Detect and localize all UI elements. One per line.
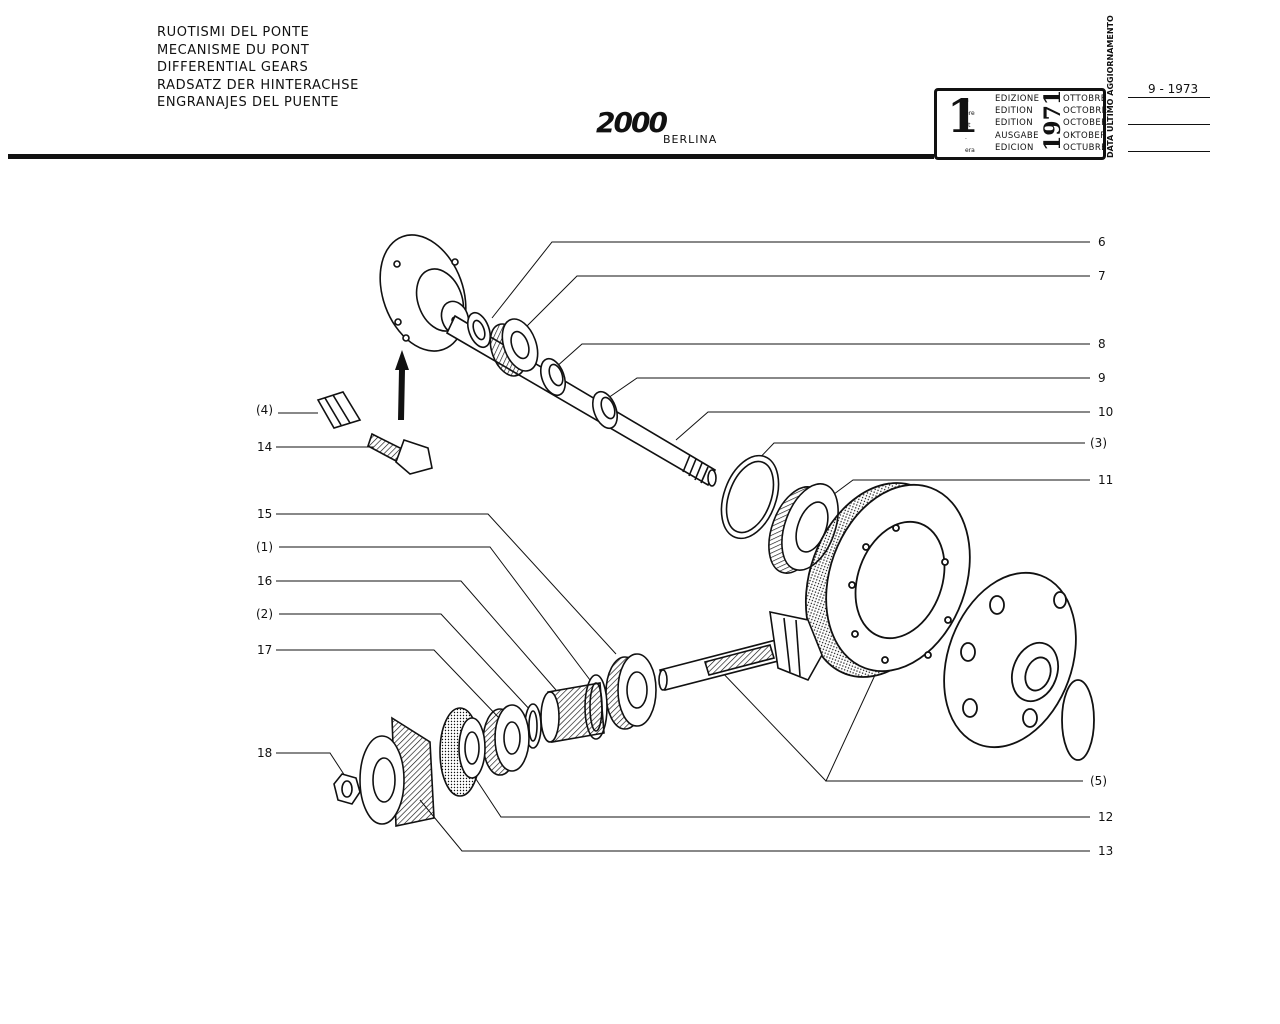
leader-line-8 (554, 343, 1090, 369)
edition-suffix: st (965, 122, 971, 129)
pinion-gear (769, 610, 823, 682)
edition-word: EDICION (995, 143, 1034, 153)
leader-line-16 (276, 580, 557, 691)
bearing-7 (489, 318, 539, 377)
callout-13: 13 (1098, 844, 1114, 858)
leader-line-1 (279, 546, 591, 681)
edition-month: OCTUBRE (1063, 143, 1107, 153)
collapsible-spacer-16 (540, 682, 605, 743)
callout-11: 11 (1098, 473, 1114, 487)
retainer-ring-8 (539, 357, 567, 397)
edition-suffix: ère (965, 110, 975, 117)
callout-15: 15 (257, 507, 273, 521)
leader-line-2 (279, 613, 533, 713)
edition-suffix: . (965, 134, 967, 141)
stud-arrow (395, 350, 409, 420)
edition-month: OKTOBER (1063, 131, 1107, 141)
companion-flange-13 (359, 716, 435, 827)
title-italian: RUOTISMI DEL PONTE (157, 25, 310, 40)
edition-month: OCTOBER (1063, 118, 1108, 128)
stud-4 (316, 391, 362, 429)
callout-16: 16 (257, 574, 273, 588)
update-line (1128, 97, 1210, 98)
leader-line-12 (469, 769, 1090, 818)
leader-line-5b (717, 667, 827, 782)
header-rule (8, 154, 934, 159)
callout-10: 10 (1098, 405, 1114, 419)
leader-line-10 (675, 411, 1090, 441)
leader-line-18 (276, 752, 346, 777)
callout-3: (3) (1090, 436, 1107, 450)
leader-line-17 (276, 649, 502, 721)
ring-gear (804, 482, 971, 678)
title-block: RUOTISMI DEL PONTE MECANISME DU PONT DIF… (157, 24, 359, 112)
callout-18: 18 (257, 746, 273, 760)
bearing-11 (768, 483, 839, 574)
edition-word: AUSGABE (995, 131, 1039, 141)
update-line (1128, 124, 1210, 125)
title-english: DIFFERENTIAL GEARS (157, 60, 309, 76)
callout-17: 17 (257, 643, 273, 657)
callout-1: (1) (256, 540, 273, 554)
differential-case (943, 571, 1095, 761)
gasket-ring-3 (720, 454, 780, 540)
edition-word: EDIZIONE (995, 94, 1040, 104)
update-date: 9 - 1973 (1148, 82, 1199, 96)
title-spanish: ENGRANAJES DEL PUENTE (157, 95, 340, 111)
callout-6: 6 (1098, 235, 1106, 249)
leader-line-15 (276, 513, 617, 655)
callout-14: 14 (257, 440, 273, 454)
edition-month: OTTOBRE (1063, 94, 1107, 104)
callout-2: (2) (256, 607, 273, 621)
edition-word: EDITION (995, 118, 1033, 128)
oil-seal-12 (439, 707, 486, 797)
retainer-ring-9 (591, 390, 619, 430)
model-logo: 2000 (596, 106, 668, 139)
title-french: MECANISME DU PONT (157, 42, 310, 58)
edition-suffix: a (965, 97, 969, 104)
edition-box: 1 a ère st . era EDIZIONE EDITION EDITIO… (934, 88, 1108, 160)
edition-word: EDITION (995, 106, 1033, 116)
callout-8: 8 (1098, 337, 1106, 351)
leader-line-13 (419, 799, 1090, 852)
spacer-ring-6 (466, 311, 492, 349)
callout-9: 9 (1098, 371, 1106, 385)
update-line (1128, 151, 1210, 152)
edition-month: OCTOBRE (1063, 106, 1108, 116)
callout-4: (4) (256, 403, 273, 417)
callout-12: 12 (1098, 810, 1114, 824)
bolt-14 (367, 432, 433, 475)
nut-18 (333, 773, 361, 805)
leader-line-3 (751, 442, 1085, 467)
edition-suffix: era (965, 147, 975, 154)
callout-7: 7 (1098, 269, 1106, 283)
callout-5: (5) (1090, 774, 1107, 788)
leader-line-7 (521, 275, 1090, 332)
leader-line-9 (607, 377, 1090, 399)
leader-lines (276, 241, 1090, 852)
bearing-17 (482, 704, 530, 776)
edition-number: 1 (947, 89, 980, 143)
leader-line-6 (491, 241, 1090, 319)
bearing-15 (605, 653, 657, 730)
pinion-shaft (658, 639, 784, 691)
model-subtitle: BERLINA (663, 133, 718, 146)
title-german: RADSATZ DER HINTERACHSE (157, 77, 359, 93)
